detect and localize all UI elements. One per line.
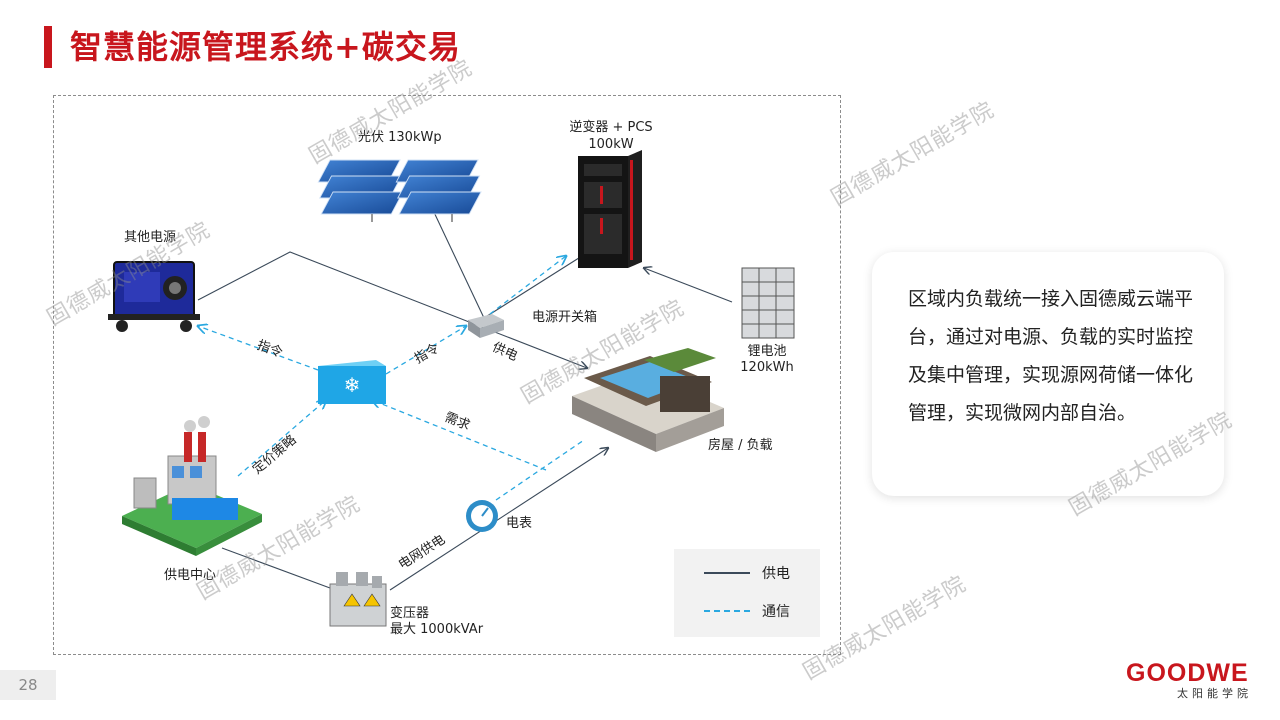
comm-controller-to-inverter — [489, 256, 566, 315]
description-callout: 区域内负载统一接入固德威云端平台，通过对电源、负载的实时监控及集中管理，实现源网… — [872, 252, 1224, 496]
meter-icon — [466, 500, 498, 532]
transformer-icon — [329, 572, 387, 627]
inverter-label-line1: 逆变器 + PCS — [569, 120, 653, 135]
transformer-label-line2: 最大 1000kVAr — [390, 622, 484, 637]
inverter-cabinet-icon — [578, 150, 642, 268]
description-text: 区域内负载统一接入固德威云端平台，通过对电源、负载的实时监控及集中管理，实现源网… — [908, 288, 1194, 424]
legend-comm: 通信 — [704, 601, 790, 621]
meter-label: 电表 — [506, 516, 533, 531]
svg-text:❄: ❄ — [344, 373, 361, 397]
diagram-frame — [53, 95, 841, 655]
legend-comm-label: 通信 — [762, 604, 790, 620]
page-number: 28 — [0, 670, 56, 700]
battery-rack-icon — [741, 267, 795, 339]
supply-center-label: 供电中心 — [164, 568, 217, 583]
battery-label-line2: 120kWh — [740, 360, 794, 375]
line-transformer-to-house — [389, 448, 608, 591]
title-accent-bar — [44, 26, 52, 68]
controller-icon: ❄ — [318, 360, 386, 404]
battery-label-line1: 锂电池 — [747, 344, 787, 359]
switch-box-icon — [468, 314, 504, 338]
inverter-label-line2: 100kW — [588, 137, 634, 152]
transformer-label-line1: 变压器 — [390, 606, 430, 621]
line-center-to-transformer — [221, 547, 331, 589]
legend-supply: 供电 — [704, 563, 790, 583]
comm-controller-to-switch — [385, 326, 466, 375]
legend-supply-label: 供电 — [762, 566, 790, 582]
generator-icon — [108, 261, 200, 332]
page-title: 智慧能源管理系统+碳交易 — [70, 28, 461, 66]
comm-center-to-controller — [237, 400, 326, 477]
comm-lines — [198, 256, 585, 501]
comm-meter-to-house — [495, 439, 585, 501]
line-battery-to-inverter — [644, 268, 733, 303]
goodwe-logo: GOODWE 太阳能学院 — [1126, 659, 1256, 701]
house-icon — [572, 348, 724, 452]
power-plant-icon — [122, 416, 262, 556]
legend-comm-swatch — [704, 610, 750, 612]
line-switch-to-inverter — [483, 255, 583, 319]
legend-supply-swatch — [704, 572, 750, 574]
switch-box-label: 电源开关箱 — [532, 310, 598, 325]
other-source-label: 其他电源 — [124, 230, 177, 245]
line-pv-to-switch — [431, 207, 485, 319]
house-label: 房屋 / 负载 — [708, 438, 773, 453]
logo-main-text: GOODWE — [1126, 659, 1249, 687]
solar-panel-icon — [317, 159, 482, 222]
comm-house-to-controller — [372, 400, 547, 471]
logo-sub-text: 太阳能学院 — [1177, 687, 1252, 700]
comm-controller-to-generator — [198, 326, 319, 371]
legend: 供电 通信 — [674, 549, 820, 637]
pv-label: 光伏 130kWp — [358, 130, 442, 145]
